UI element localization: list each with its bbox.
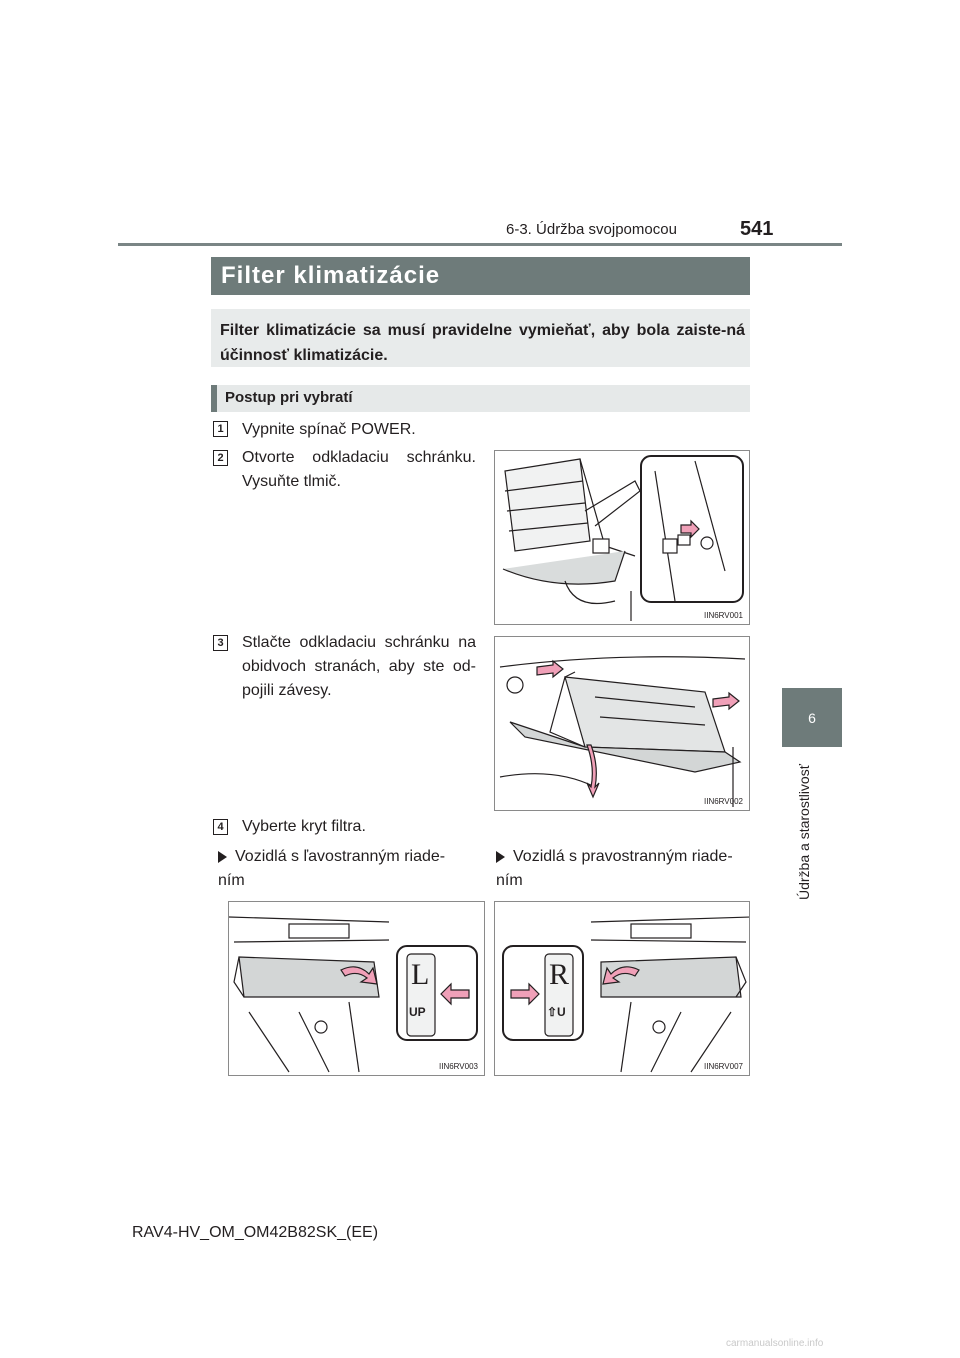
chapter-number: 6 [808, 709, 816, 726]
figure-code: IIN6RV007 [704, 1062, 743, 1071]
triangle-bullet-icon [218, 850, 227, 863]
step-number-4: 4 [213, 819, 228, 835]
filter-cover-rhd-illustration: R ⇧U [502, 916, 749, 1073]
subsection-title: Postup pri vybratí [225, 389, 353, 406]
triangle-bullet-icon [496, 850, 505, 863]
variant-lhd: Vozidlá s ľavostranným riade-ním [218, 845, 468, 893]
watermark: carmanualsonline.info [726, 1338, 824, 1349]
glovebox-hinges-illustration [499, 656, 746, 807]
step-number-3: 3 [213, 635, 228, 651]
filter-direction-sub-marker: UP [409, 1005, 426, 1019]
header-rule [118, 243, 842, 246]
page-number: 541 [740, 218, 774, 240]
filter-direction-marker: L [411, 958, 429, 991]
filter-cover-lhd-illustration: L UP [229, 916, 478, 1073]
step-number-2: 2 [213, 450, 228, 466]
figure-code: IIN6RV002 [704, 797, 743, 806]
figure-glovebox-hinges: IIN6RV002 [494, 636, 750, 811]
chapter-tab: 6 [782, 688, 842, 747]
step-text-3: Stlačte odkladaciu schránku na obidvoch … [242, 634, 476, 699]
variant-lhd-text: Vozidlá s ľavostranným riade-ním [218, 848, 446, 889]
intro-box: Filter klimatizácie sa musí pravidelne v… [211, 309, 750, 367]
figure-filter-cover-lhd: L UP IIN6RV003 [228, 901, 485, 1076]
glovebox-damper-illustration [502, 455, 744, 621]
figure-glovebox-damper: IIN6RV001 [494, 450, 750, 625]
figure-code: IIN6RV003 [439, 1062, 478, 1071]
filter-direction-marker: R [549, 958, 569, 991]
figure-filter-cover-rhd: R ⇧U IIN6RV007 [494, 901, 750, 1076]
intro-text: Filter klimatizácie sa musí pravidelne v… [220, 322, 745, 364]
subsection-bar: Postup pri vybratí [211, 385, 750, 412]
variant-rhd: Vozidlá s pravostranným riade-ním [496, 845, 752, 893]
step-text-1: Vypnite spínač POWER. [242, 421, 416, 438]
header-section-title: 6-3. Údržba svojpomocou [506, 221, 677, 238]
section-title-bar: Filter klimatizácie [211, 257, 750, 295]
filter-direction-sub-marker: ⇧U [547, 1005, 566, 1019]
step-number-1: 1 [213, 421, 228, 437]
chapter-title-vertical: Údržba a starostlivosť [796, 764, 812, 900]
step-text-4: Vyberte kryt filtra. [242, 818, 366, 835]
figure-code: IIN6RV001 [704, 611, 743, 620]
footer-manual-code: RAV4-HV_OM_OM42B82SK_(EE) [132, 1224, 379, 1241]
variant-rhd-text: Vozidlá s pravostranným riade-ním [496, 848, 733, 889]
step-text-2: Otvorte odkladaciu schránku. Vysuňte tlm… [242, 449, 476, 490]
section-title: Filter klimatizácie [221, 262, 441, 289]
